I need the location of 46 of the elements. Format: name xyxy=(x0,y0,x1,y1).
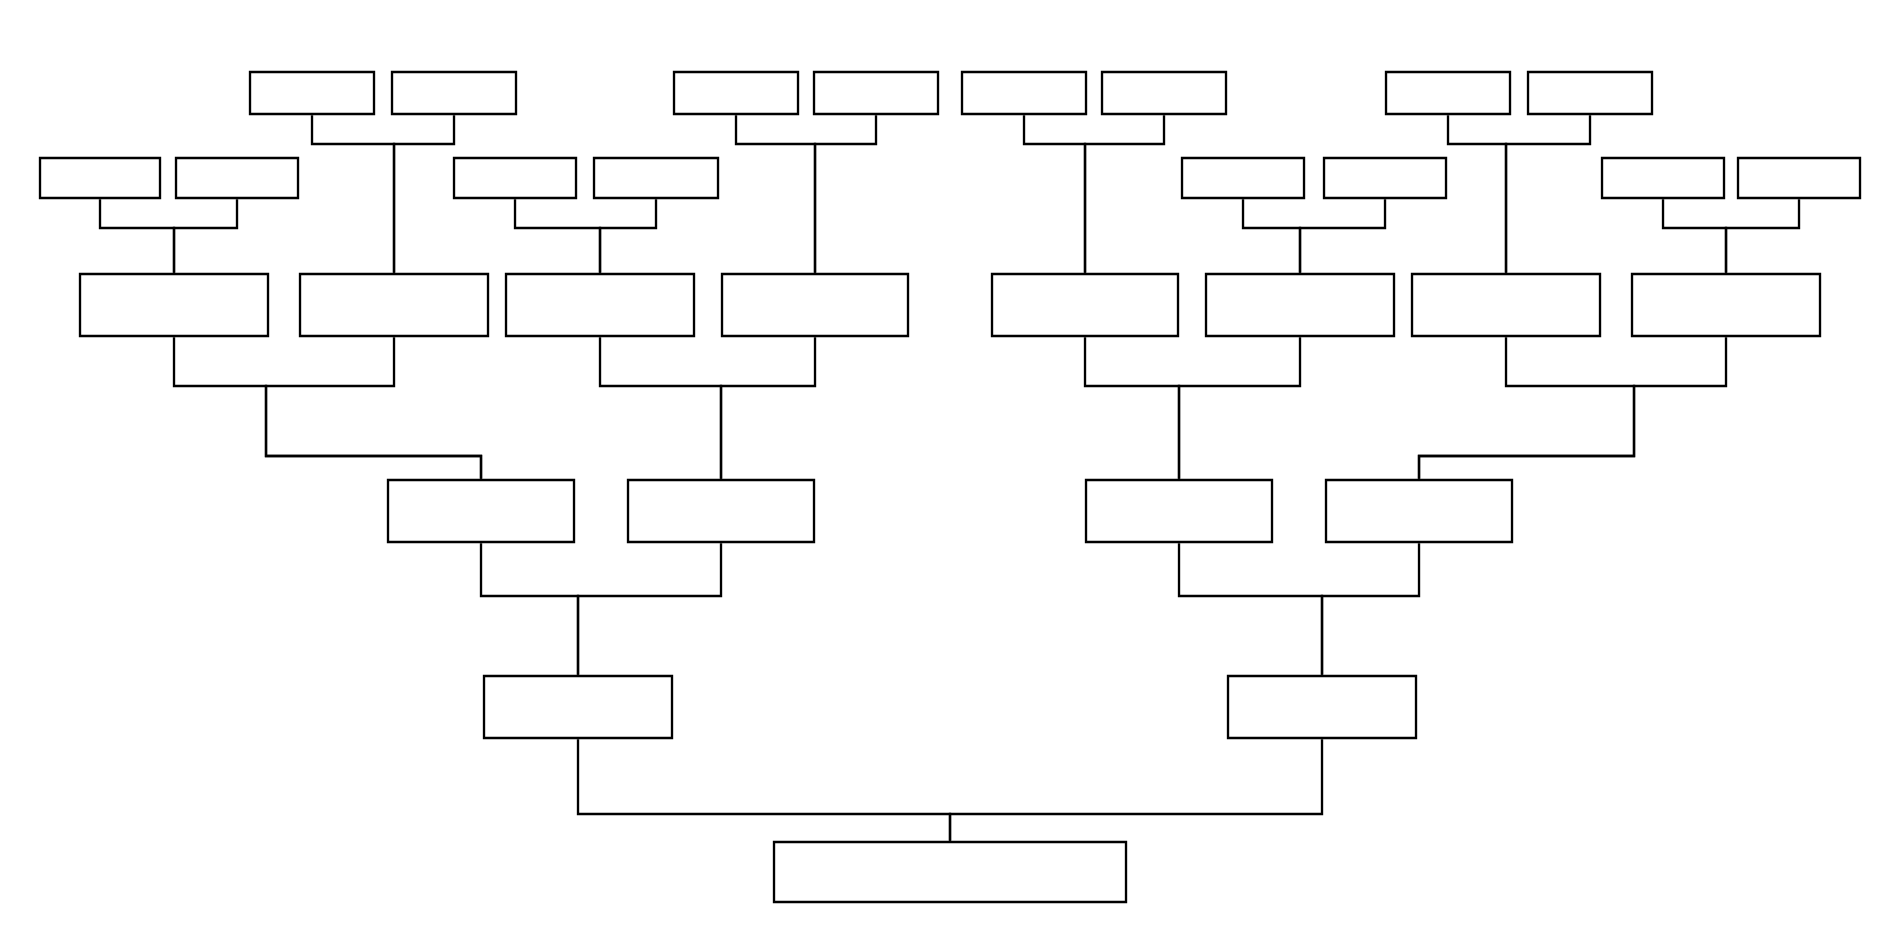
empty-box xyxy=(960,70,1088,116)
empty-box xyxy=(1736,156,1862,200)
connector-line xyxy=(813,115,878,273)
connector-line xyxy=(1417,337,1728,479)
empty-box xyxy=(78,272,270,338)
empty-box xyxy=(812,70,940,116)
empty-box xyxy=(1322,156,1448,200)
connector-line xyxy=(598,199,658,273)
empty-box xyxy=(1324,478,1514,544)
empty-box xyxy=(38,156,162,200)
empty-box xyxy=(390,70,518,116)
empty-box xyxy=(1410,272,1602,338)
connector-line xyxy=(1298,199,1387,273)
connector-line xyxy=(392,115,456,273)
empty-box xyxy=(504,272,696,338)
connector-line xyxy=(1320,543,1421,675)
connector-line xyxy=(172,199,239,273)
empty-box xyxy=(1100,70,1228,116)
empty-box xyxy=(1600,156,1726,200)
connector-line xyxy=(1177,337,1302,479)
empty-box xyxy=(1084,478,1274,544)
connector-line xyxy=(1083,115,1166,273)
empty-box xyxy=(1204,272,1396,338)
empty-box xyxy=(1384,70,1512,116)
empty-box xyxy=(174,156,300,200)
empty-box xyxy=(672,70,800,116)
empty-box xyxy=(452,156,578,200)
empty-box xyxy=(720,272,910,338)
connector-line xyxy=(1504,115,1592,273)
empty-box xyxy=(990,272,1180,338)
empty-box xyxy=(1526,70,1654,116)
connector-line xyxy=(576,543,723,675)
empty-box xyxy=(1226,674,1418,740)
empty-box xyxy=(592,156,720,200)
connector-line xyxy=(1724,199,1801,273)
empty-box xyxy=(482,674,674,740)
empty-box xyxy=(772,840,1128,904)
connector-line xyxy=(264,337,483,479)
connector-line xyxy=(948,739,1324,841)
connector-line xyxy=(719,337,817,479)
empty-box xyxy=(386,478,576,544)
empty-box xyxy=(1630,272,1822,338)
empty-box xyxy=(248,70,376,116)
empty-box xyxy=(298,272,490,338)
empty-box xyxy=(1180,156,1306,200)
empty-box xyxy=(626,478,816,544)
